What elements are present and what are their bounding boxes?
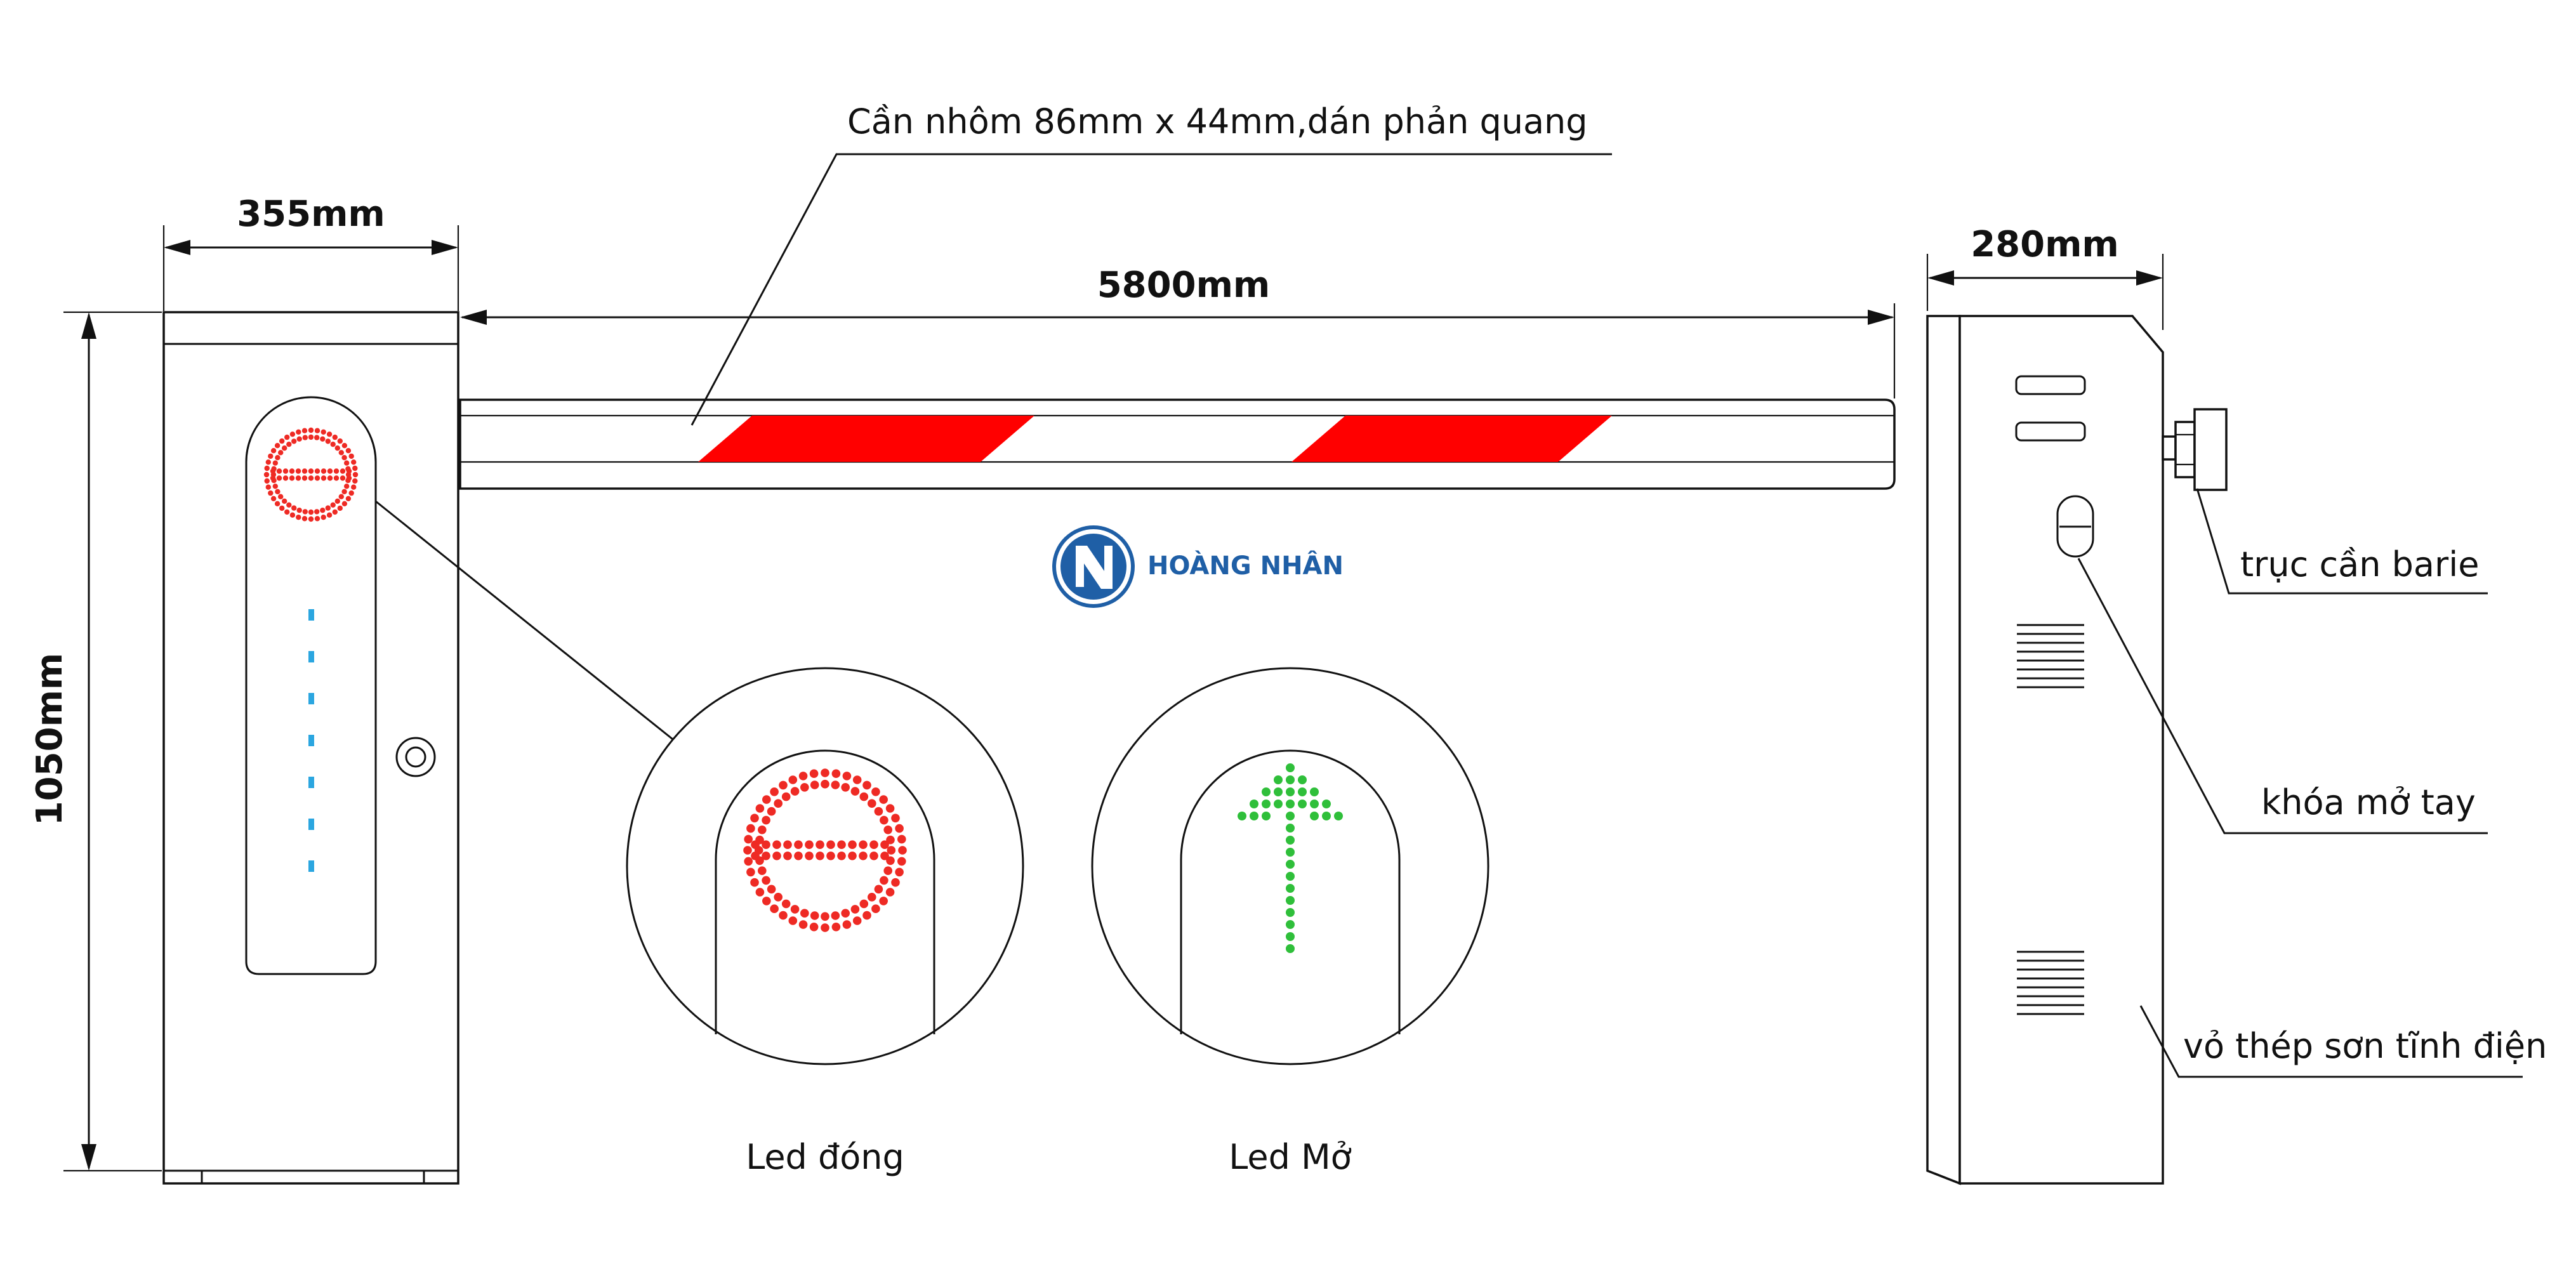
zoom-led-closed: Led đóng bbox=[626, 667, 1024, 1177]
housing-callout: vỏ thép sơn tĩnh điện bbox=[2139, 1005, 2547, 1078]
dim-arm-length: 5800mm bbox=[460, 265, 1896, 398]
manual-lock-label: khóa mở tay bbox=[2261, 782, 2476, 822]
reflective-stripe bbox=[1291, 416, 1612, 462]
dim-width-left: 355mm bbox=[162, 194, 459, 311]
vent-grille bbox=[2017, 951, 2084, 1015]
shaft-label: trục cần barie bbox=[2240, 544, 2479, 584]
arm-label: Cần nhôm 86mm x 44mm,dán phản quang bbox=[847, 102, 1588, 142]
led-panel bbox=[245, 396, 377, 975]
dim-width-right: 280mm bbox=[1926, 224, 2164, 330]
zoom-led-open: Led Mở bbox=[1091, 667, 1489, 1177]
logo-icon bbox=[1052, 525, 1135, 608]
right-cabinet bbox=[1926, 315, 2228, 1185]
logo: HOÀNG NHÂN bbox=[1052, 525, 1344, 608]
key-lock-icon bbox=[2056, 495, 2094, 558]
left-cabinet bbox=[162, 311, 459, 1185]
logo-text: HOÀNG NHÂN bbox=[1147, 550, 1344, 581]
arm-callout: Cần nhôm 86mm x 44mm,dán phản quang bbox=[690, 102, 1612, 426]
lock-icon bbox=[395, 737, 436, 777]
lock-callout: khóa mở tay bbox=[2077, 558, 2488, 834]
width-right-label: 280mm bbox=[1971, 224, 2119, 265]
led-closed-label: Led đóng bbox=[746, 1137, 904, 1177]
height-label: 1050mm bbox=[29, 653, 70, 826]
vent-grille bbox=[2017, 624, 2084, 688]
zoom-leader bbox=[375, 500, 673, 741]
arm-length-label: 5800mm bbox=[1097, 265, 1271, 306]
reflective-stripe bbox=[698, 416, 1034, 462]
width-left-label: 355mm bbox=[237, 194, 385, 235]
stop-led-icon bbox=[743, 768, 907, 932]
stop-led-icon bbox=[263, 427, 359, 522]
housing-label: vỏ thép sơn tĩnh điện bbox=[2183, 1026, 2547, 1066]
led-open-label: Led Mở bbox=[1229, 1137, 1351, 1177]
arrow-up-led-icon bbox=[1238, 763, 1343, 953]
shaft-hub bbox=[2162, 408, 2228, 491]
dim-height: 1050mm bbox=[29, 311, 162, 1172]
barrier-arm bbox=[459, 398, 1896, 490]
led-strip bbox=[308, 609, 314, 872]
shaft-callout: trục cần barie bbox=[2196, 488, 2488, 595]
